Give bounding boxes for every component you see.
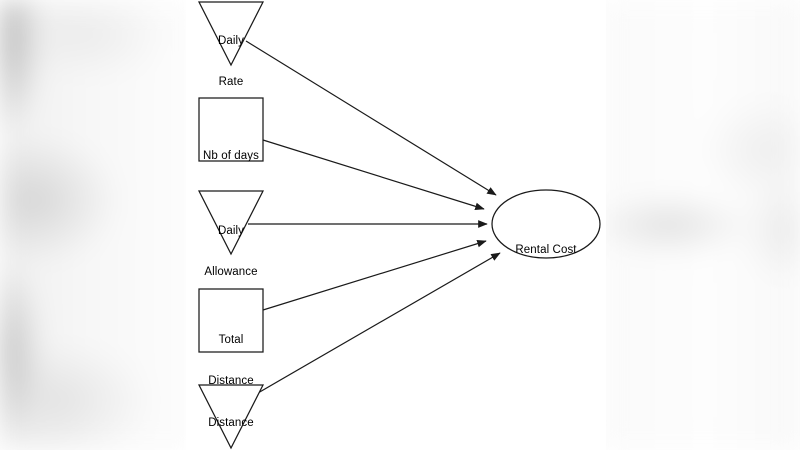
node-label-daily-allowance: Daily Allowance: [181, 198, 281, 306]
node-label-daily-allowance-line1: Daily: [217, 225, 245, 237]
node-label-total-distance-line1: Total: [218, 334, 244, 346]
node-label-total-distance: Total Distance: [181, 307, 281, 415]
node-label-nb-of-days: Nb of days: [181, 123, 281, 191]
node-label-total-distance-line2: Distance: [208, 374, 254, 387]
node-label-rental-cost: Rental Cost: [496, 217, 596, 285]
node-shape-rental-cost[interactable]: [491, 189, 601, 259]
node-label-distance-cost: Distance Cost: [181, 390, 281, 450]
node-shape-total-distance[interactable]: [198, 288, 264, 353]
node-label-rental-cost-line1: Rental Cost: [515, 244, 577, 256]
node-label-daily-allowance-line2: Allowance: [204, 265, 258, 278]
node-label-daily-rate-line1: Daily: [217, 35, 245, 47]
node-shape-nb-of-days[interactable]: [198, 97, 264, 162]
edge-distance-cost: [250, 252, 501, 398]
edge-daily-rate: [245, 40, 497, 196]
edge-nb-of-days: [262, 139, 485, 211]
node-label-nb-of-days-line1: Nb of days: [203, 150, 259, 162]
edge-total-distance: [262, 239, 487, 311]
node-label-daily-rate-line2: Rate: [218, 75, 244, 88]
node-shape-daily-allowance[interactable]: [197, 190, 265, 256]
node-label-distance-cost-line1: Distance: [208, 417, 254, 429]
node-shape-daily-rate[interactable]: [197, 1, 265, 67]
node-shape-distance-cost[interactable]: [197, 384, 265, 450]
node-label-daily-rate: Daily Rate: [181, 8, 281, 116]
